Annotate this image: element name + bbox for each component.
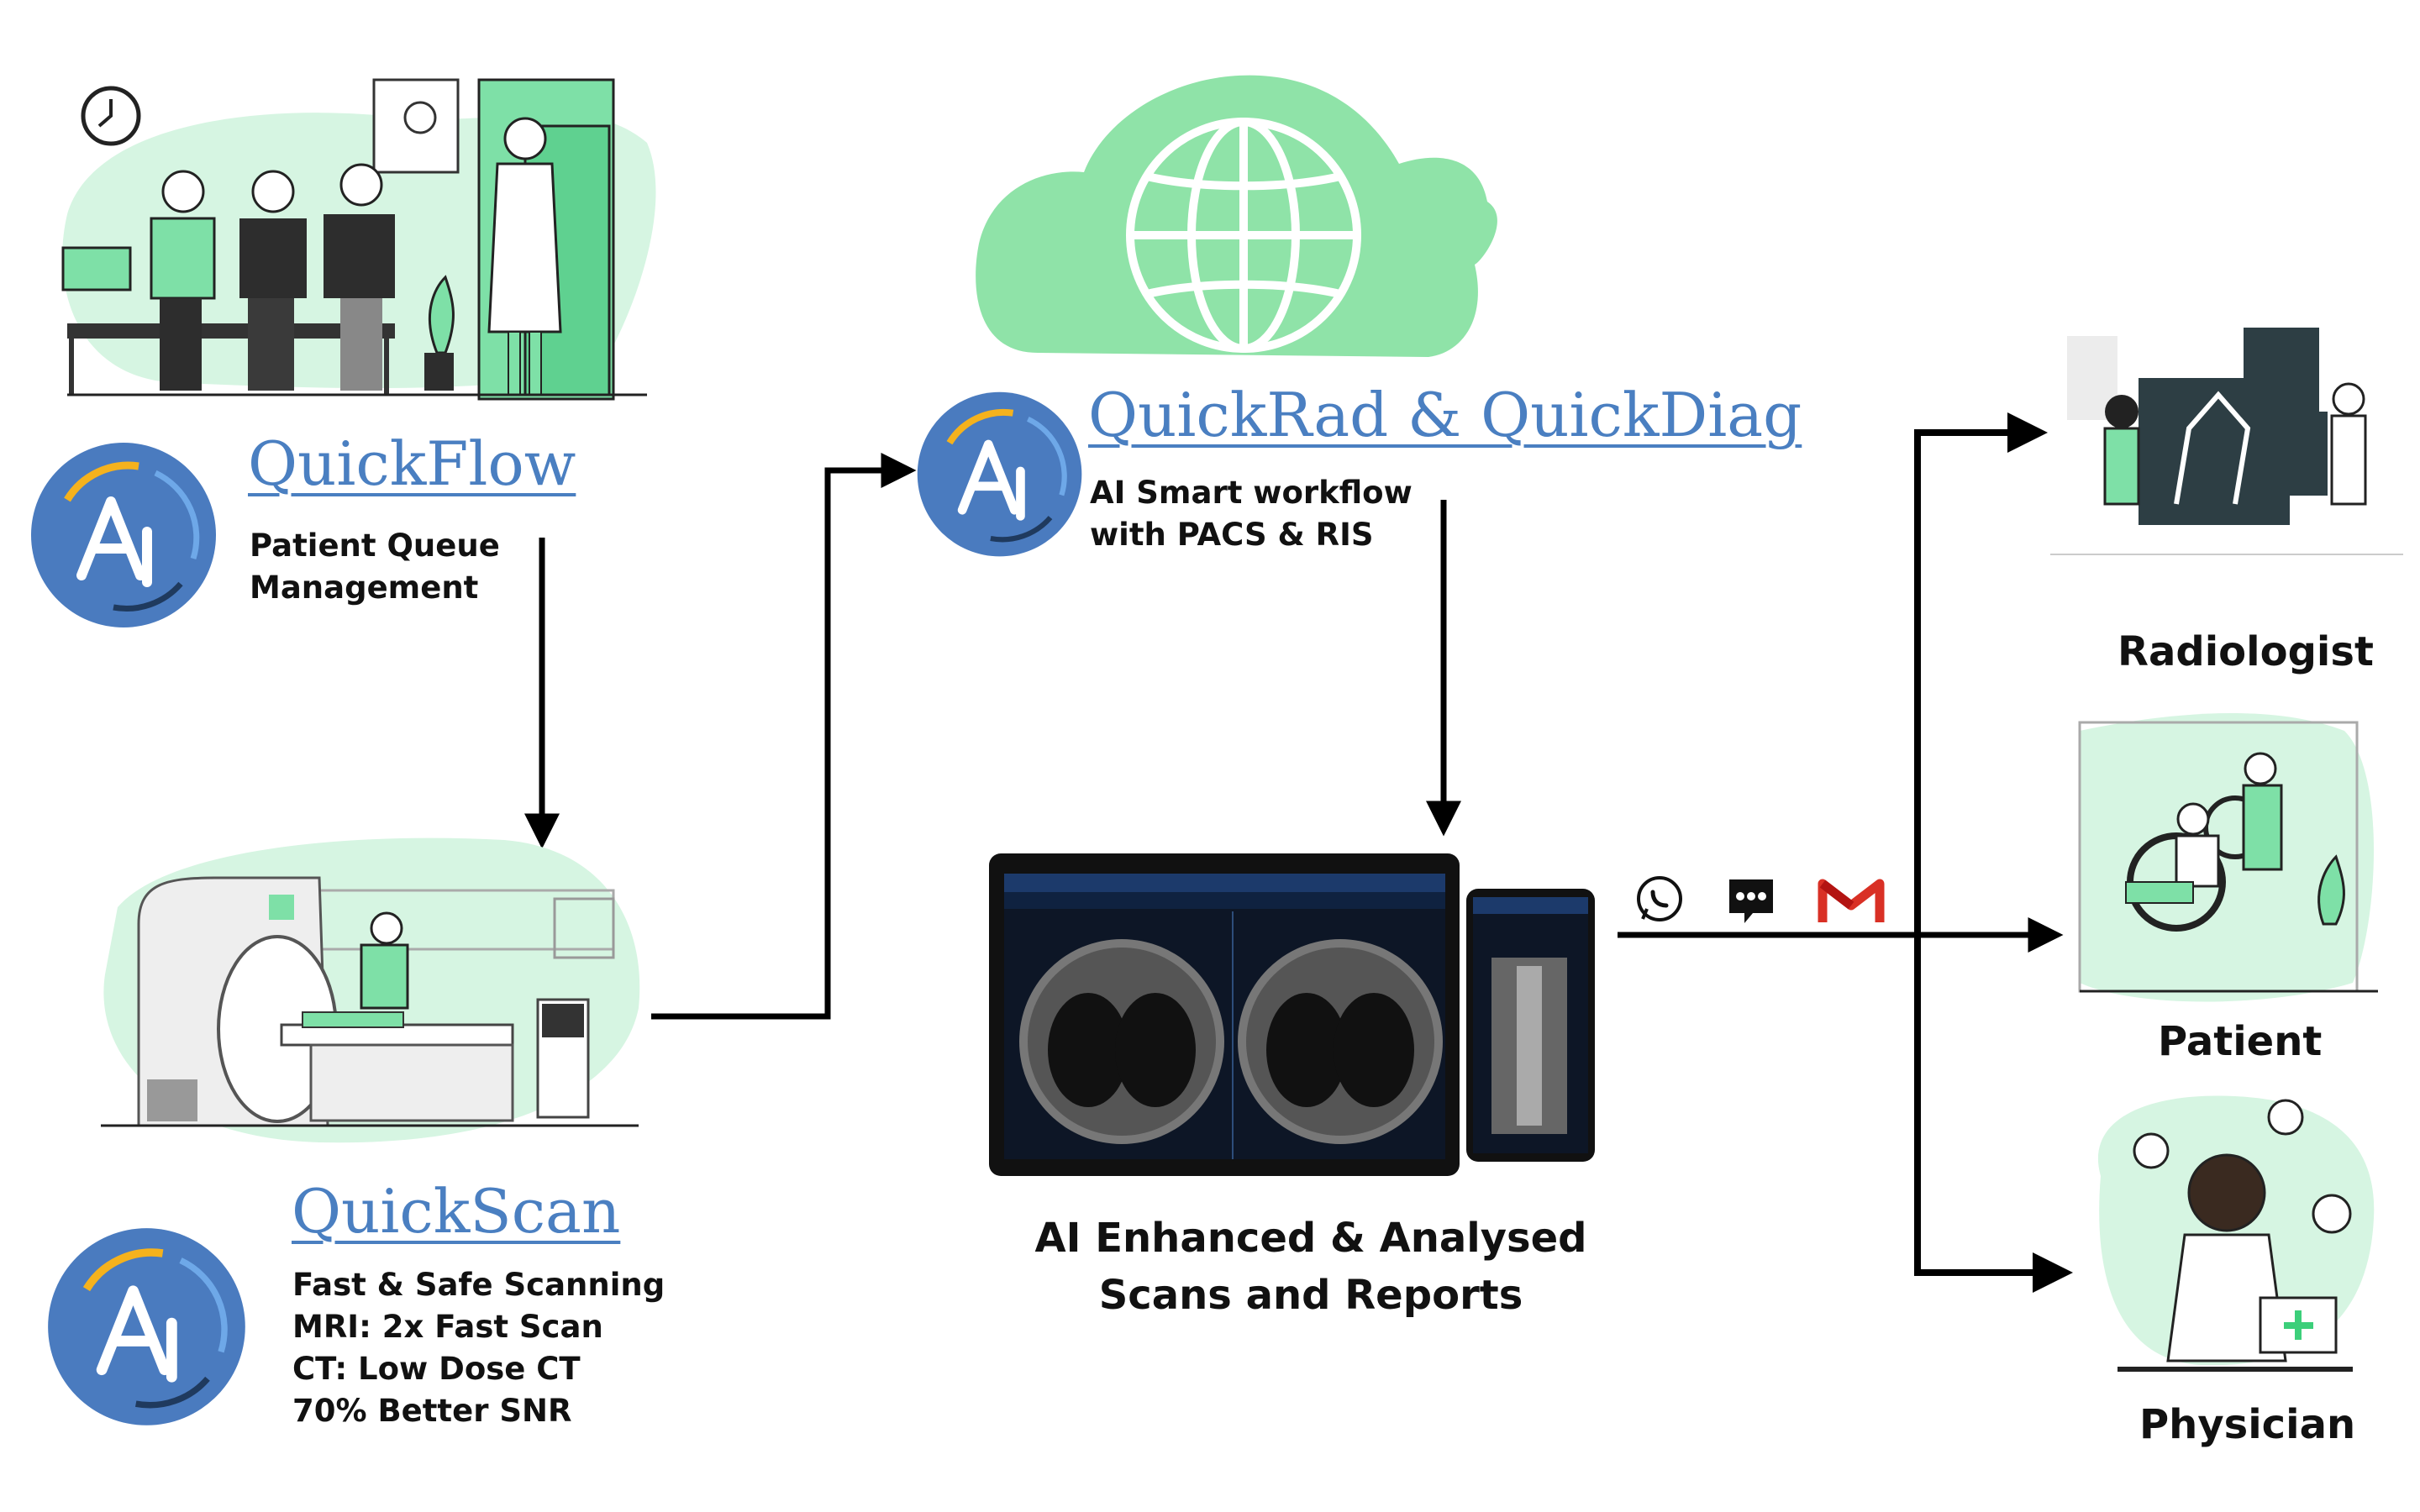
quickflow-line-2: Management [250, 570, 479, 606]
quickrad-ai-logo [916, 391, 1084, 559]
quickscan-line-3: CT: Low Dose CT [292, 1351, 581, 1387]
patient-label: Patient [2158, 1018, 2323, 1065]
whatsapp-icon[interactable] [1634, 874, 1685, 924]
devices-caption-line-1: AI Enhanced & Analysed [1034, 1215, 1587, 1262]
quickflow-title[interactable]: QuickFlow [248, 428, 576, 499]
physician-label: Physician [2139, 1401, 2356, 1448]
quickflow-line-1: Patient Queue [250, 528, 500, 564]
quickscan-description: Fast & Safe Scanning MRI: 2x Fast Scan C… [292, 1264, 665, 1432]
quickflow-description: Patient Queue Management [250, 525, 500, 609]
quickscan-line-1: Fast & Safe Scanning [292, 1267, 666, 1303]
quickscan-ai-logo [46, 1226, 248, 1428]
devices-caption: AI Enhanced & Analysed Scans and Reports [975, 1210, 1647, 1324]
quickscan-title[interactable]: QuickScan [292, 1176, 621, 1247]
quickscan-line-2: MRI: 2x Fast Scan [292, 1309, 603, 1345]
message-icon[interactable] [1725, 875, 1777, 927]
quickflow-ai-logo [29, 441, 218, 630]
quickrad-line-1: AI Smart workflow [1090, 475, 1413, 511]
quickrad-title[interactable]: QuickRad & QuickDiag [1088, 380, 1802, 450]
branch-radiologist [1914, 412, 2048, 1260]
quickscan-line-4: 70% Better SNR [292, 1393, 572, 1429]
quickrad-line-2: with PACS & RIS [1090, 517, 1374, 553]
branch-physician [1914, 1252, 2073, 1293]
gmail-icon[interactable] [1818, 874, 1885, 927]
radiologist-label: Radiologist [2118, 628, 2374, 675]
arrow-quickscan-to-quickrad [651, 453, 917, 1020]
devices-caption-line-2: Scans and Reports [1098, 1272, 1523, 1319]
quickrad-description: AI Smart workflow with PACS & RIS [1090, 472, 1413, 556]
